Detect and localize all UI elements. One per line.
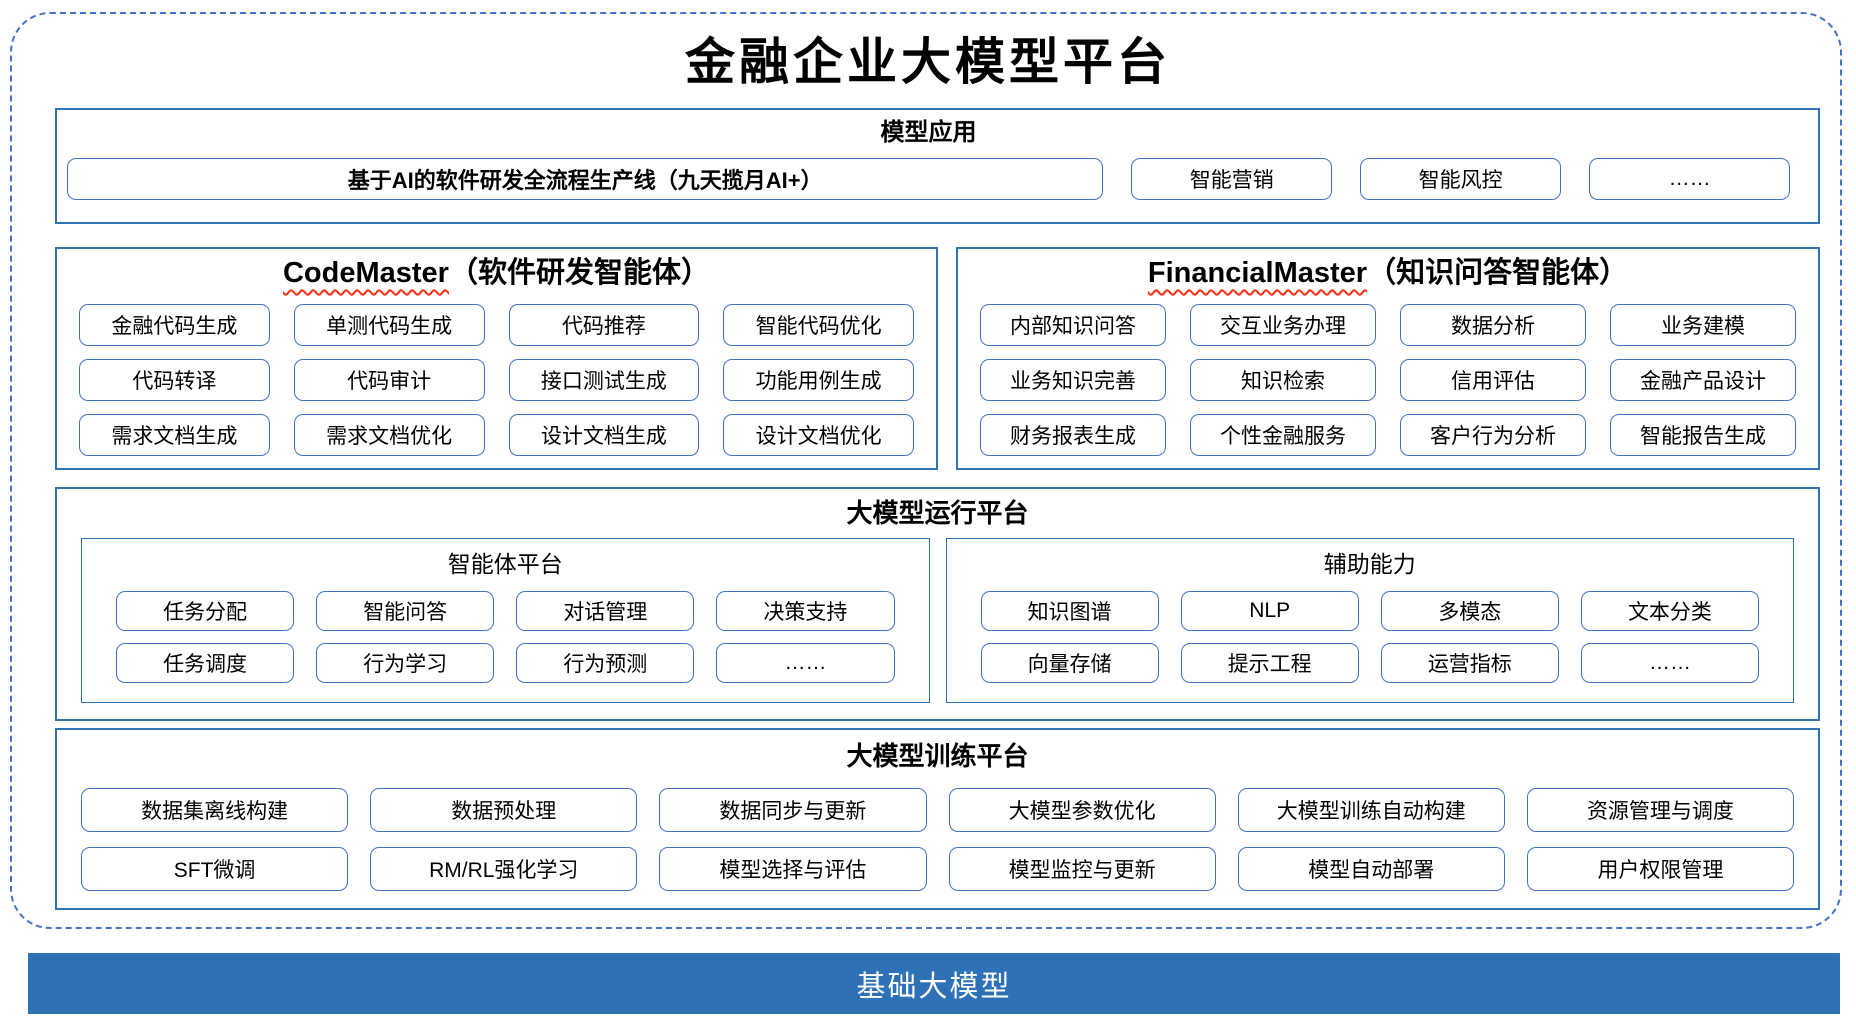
auxiliary-row-2: 向量存储 提示工程 运营指标 …… <box>980 642 1759 683</box>
financialmaster-name: FinancialMaster <box>1147 257 1368 289</box>
financialmaster-row-2: 业务知识完善 知识检索 信用评估 金融产品设计 <box>980 359 1796 402</box>
capability-item: 模型选择与评估 <box>659 846 927 891</box>
financialmaster-subtitle: （知识问答智能体） <box>1367 257 1629 289</box>
capability-item: 功能用例生成 <box>723 359 914 402</box>
capability-item: 数据预处理 <box>370 787 638 832</box>
capability-item: 资源管理与调度 <box>1526 787 1795 832</box>
capability-item: 金融代码生成 <box>79 304 270 347</box>
capability-item: 用户权限管理 <box>1526 846 1795 891</box>
codemaster-row-3: 需求文档生成 需求文档优化 设计文档生成 设计文档优化 <box>79 414 914 457</box>
capability-item: 客户行为分析 <box>1400 414 1586 457</box>
codemaster-name: CodeMaster <box>282 257 449 289</box>
capability-item: 智能代码优化 <box>723 304 914 347</box>
capability-item: 向量存储 <box>980 642 1159 683</box>
section-codemaster: CodeMaster（软件研发智能体） 金融代码生成 单测代码生成 代码推荐 智… <box>55 247 938 470</box>
capability-item: 数据同步与更新 <box>659 787 927 832</box>
section-title-model-applications: 模型应用 <box>880 119 977 146</box>
capability-item: 知识图谱 <box>980 590 1159 631</box>
capability-item: 大模型训练自动构建 <box>1237 787 1505 832</box>
capability-item: 文本分类 <box>1580 590 1759 631</box>
agent-platform-row-1: 任务分配 智能问答 对话管理 决策支持 <box>116 590 895 631</box>
subsection-title-agent-platform: 智能体平台 <box>447 550 563 577</box>
capability-item: 行为预测 <box>516 642 695 683</box>
capability-item: 设计文档优化 <box>723 414 914 457</box>
subsection-agent-platform: 智能体平台 任务分配 智能问答 对话管理 决策支持 任务调度 行为学习 行为预测… <box>81 537 930 703</box>
capability-item: 模型自动部署 <box>1237 846 1505 891</box>
capability-item: 知识检索 <box>1190 359 1376 402</box>
capability-item: 财务报表生成 <box>980 414 1166 457</box>
capability-item: 数据分析 <box>1400 304 1586 347</box>
capability-item: 任务调度 <box>116 642 295 683</box>
section-title-runtime-platform: 大模型运行平台 <box>846 498 1029 528</box>
capability-item: 业务知识完善 <box>980 359 1166 402</box>
capability-item: 运营指标 <box>1380 642 1559 683</box>
capability-item: 需求文档生成 <box>79 414 270 457</box>
capability-item: 设计文档生成 <box>508 414 700 457</box>
capability-item: 智能报告生成 <box>1610 414 1796 457</box>
capability-item: 交互业务办理 <box>1190 304 1376 347</box>
section-title-financialmaster: FinancialMaster（知识问答智能体） <box>980 255 1796 291</box>
capability-item: 个性金融服务 <box>1190 414 1376 457</box>
capability-item: 任务分配 <box>116 590 295 631</box>
capability-item: 大模型参数优化 <box>948 787 1216 832</box>
capability-item: 智能问答 <box>316 590 495 631</box>
section-runtime-platform: 大模型运行平台 智能体平台 任务分配 智能问答 对话管理 决策支持 任务调度 行… <box>55 487 1820 721</box>
section-title-training-platform: 大模型训练平台 <box>846 741 1029 771</box>
financialmaster-row-3: 财务报表生成 个性金融服务 客户行为分析 智能报告生成 <box>980 414 1796 457</box>
capability-item: NLP <box>1180 590 1359 631</box>
section-training-platform: 大模型训练平台 数据集离线构建 数据预处理 数据同步与更新 大模型参数优化 大模… <box>55 728 1820 910</box>
capability-item: 智能营销 <box>1131 158 1333 200</box>
section-model-applications: 模型应用 基于AI的软件研发全流程生产线（九天揽月AI+） 智能营销 智能风控 … <box>55 108 1820 224</box>
capability-item: 提示工程 <box>1180 642 1359 683</box>
agent-platform-row-2: 任务调度 行为学习 行为预测 …… <box>116 642 895 683</box>
subsection-auxiliary-capabilities: 辅助能力 知识图谱 NLP 多模态 文本分类 向量存储 提示工程 运营指标 …… <box>945 537 1794 703</box>
training-row-1: 数据集离线构建 数据预处理 数据同步与更新 大模型参数优化 大模型训练自动构建 … <box>81 787 1795 832</box>
codemaster-row-1: 金融代码生成 单测代码生成 代码推荐 智能代码优化 <box>79 304 914 347</box>
capability-item: 信用评估 <box>1400 359 1586 402</box>
capability-item: 金融产品设计 <box>1610 359 1796 402</box>
capability-item: 行为学习 <box>316 642 495 683</box>
capability-item: 模型监控与更新 <box>948 846 1216 891</box>
capability-item: 业务建模 <box>1610 304 1796 347</box>
capability-item: 多模态 <box>1380 590 1559 631</box>
capability-item: SFT微调 <box>81 846 349 891</box>
capability-item: 代码审计 <box>293 359 485 402</box>
training-row-2: SFT微调 RM/RL强化学习 模型选择与评估 模型监控与更新 模型自动部署 用… <box>81 846 1795 891</box>
capability-item-primary: 基于AI的软件研发全流程生产线（九天揽月AI+） <box>67 158 1104 200</box>
base-model-label: 基础大模型 <box>856 970 1012 1003</box>
capability-item: 需求文档优化 <box>293 414 485 457</box>
capability-item: 决策支持 <box>716 590 895 631</box>
capability-item: 数据集离线构建 <box>81 787 349 832</box>
capability-item: 代码推荐 <box>508 304 700 347</box>
capability-item-ellipsis: …… <box>716 642 895 683</box>
capability-item: 对话管理 <box>516 590 695 631</box>
model-app-items-row: 基于AI的软件研发全流程生产线（九天揽月AI+） 智能营销 智能风控 …… <box>67 158 1791 200</box>
capability-item: 单测代码生成 <box>293 304 485 347</box>
base-model-bar: 基础大模型 <box>28 953 1840 1014</box>
page-title: 金融企业大模型平台 <box>685 32 1171 91</box>
financialmaster-row-1: 内部知识问答 交互业务办理 数据分析 业务建模 <box>980 304 1796 347</box>
capability-item-ellipsis: …… <box>1589 158 1791 200</box>
capability-item: RM/RL强化学习 <box>370 846 638 891</box>
section-financialmaster: FinancialMaster（知识问答智能体） 内部知识问答 交互业务办理 数… <box>956 247 1820 470</box>
capability-item: 智能风控 <box>1360 158 1562 200</box>
auxiliary-row-1: 知识图谱 NLP 多模态 文本分类 <box>980 590 1759 631</box>
capability-item: 接口测试生成 <box>508 359 700 402</box>
codemaster-row-2: 代码转译 代码审计 接口测试生成 功能用例生成 <box>79 359 914 402</box>
platform-dashed-border <box>10 12 1842 929</box>
runtime-subsections: 智能体平台 任务分配 智能问答 对话管理 决策支持 任务调度 行为学习 行为预测… <box>81 537 1794 703</box>
capability-item: 代码转译 <box>79 359 270 402</box>
capability-item: 内部知识问答 <box>980 304 1166 347</box>
capability-item-ellipsis: …… <box>1580 642 1759 683</box>
subsection-title-auxiliary-capabilities: 辅助能力 <box>1323 550 1416 577</box>
codemaster-subtitle: （软件研发智能体） <box>448 257 710 289</box>
section-title-codemaster: CodeMaster（软件研发智能体） <box>79 255 914 291</box>
